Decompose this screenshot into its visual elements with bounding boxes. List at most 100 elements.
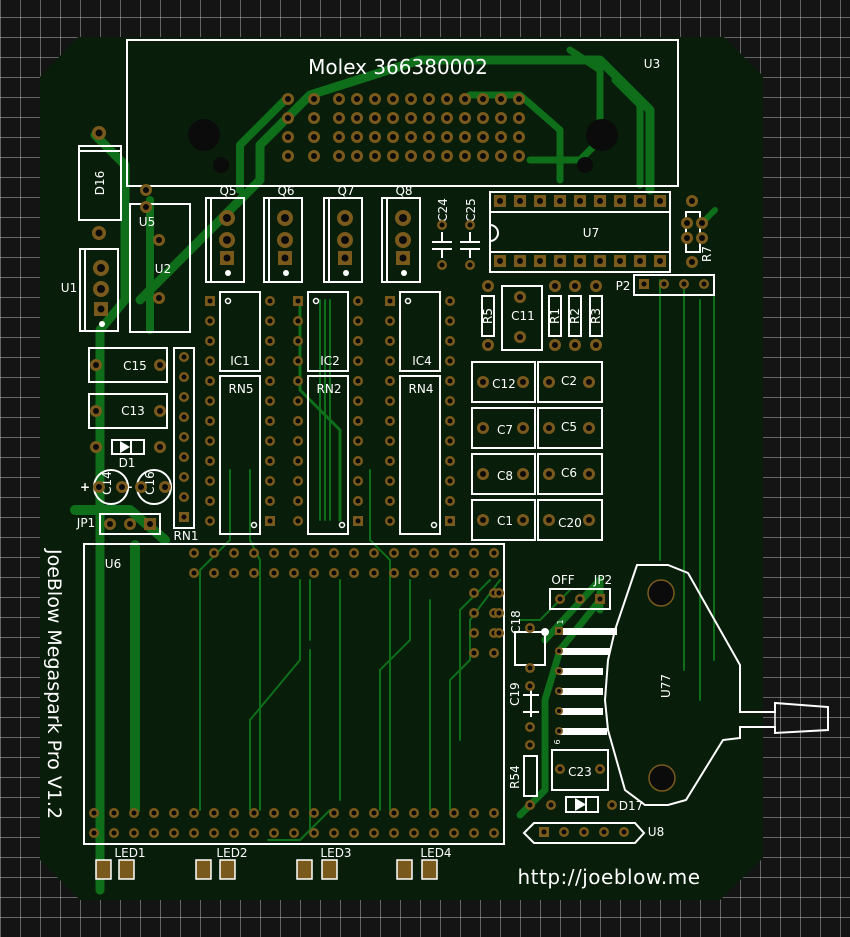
pad-hole (527, 683, 533, 689)
pad-hole (285, 115, 291, 121)
pad-hole (93, 362, 99, 368)
pad-hole (447, 358, 453, 364)
pad-hole (291, 550, 297, 556)
pad-hole (371, 570, 377, 576)
pad-hole (295, 318, 301, 324)
pad-hole (191, 550, 197, 556)
c23-label: C23 (568, 765, 592, 779)
pad-hole (557, 766, 563, 772)
pad-hole (561, 829, 567, 835)
pad-hole (516, 96, 522, 102)
pad-hole (372, 115, 378, 121)
pad-hole (127, 521, 133, 527)
pad-hole (143, 204, 149, 210)
pad-hole (439, 262, 445, 268)
resistor-r1: R1 (548, 295, 562, 337)
pad-hole (207, 298, 213, 304)
pad-hole (223, 254, 231, 262)
c6-label: C6 (561, 466, 577, 480)
jumper-jp2: OFF JP2 (549, 573, 612, 610)
pad-hole (231, 550, 237, 556)
pad-hole (354, 115, 360, 121)
pad-hole (557, 258, 563, 264)
u77-lead (558, 628, 617, 635)
pad-hole (520, 517, 526, 523)
pad-hole (517, 294, 523, 300)
c1-label: C1 (497, 514, 513, 528)
pad-hole (462, 115, 468, 121)
pad-hole (295, 378, 301, 384)
pad-hole (546, 425, 552, 431)
pad-hole (181, 394, 187, 400)
pad-hole (91, 830, 97, 836)
pad-hole (480, 96, 486, 102)
pad-hole (527, 665, 533, 671)
pad-hole (181, 494, 187, 500)
pad-hole (480, 153, 486, 159)
pad-hole (181, 514, 187, 520)
u77-lead (558, 668, 603, 675)
c24-label: C24 (436, 198, 450, 222)
pad-hole (684, 220, 690, 226)
capacitor-bank: C12 C2 C7 C5 C8 C6 C1 C20 (471, 361, 603, 541)
pad-hole (498, 134, 504, 140)
pad-hole (390, 134, 396, 140)
pad-hole (341, 236, 349, 244)
pad-hole (207, 518, 213, 524)
resistor-r7: R7 (685, 211, 714, 262)
pad-hole (391, 550, 397, 556)
pad-hole (447, 478, 453, 484)
resistor-r5: R5 (481, 295, 495, 337)
pad-hole (355, 418, 361, 424)
pad-hole (271, 830, 277, 836)
pad-hole (267, 498, 273, 504)
pad-hole (391, 830, 397, 836)
pad-hole (597, 596, 603, 602)
r7-label: R7 (700, 246, 714, 262)
capacitor-c11: C11 (501, 285, 543, 351)
pad-hole (684, 235, 690, 241)
pad-hole (577, 198, 583, 204)
pad-hole (181, 434, 187, 440)
c5-label: C5 (561, 420, 577, 434)
pad-hole (295, 478, 301, 484)
pad-hole (444, 153, 450, 159)
pad-hole (657, 198, 663, 204)
pad-hole (451, 550, 457, 556)
pad-hole (157, 408, 163, 414)
pad-hole (471, 630, 477, 636)
pad-hole (447, 298, 453, 304)
jp1-label: JP1 (76, 516, 95, 530)
q8-label: Q8 (395, 184, 412, 198)
pad-hole (331, 550, 337, 556)
transistor-q8: Q8 (381, 184, 421, 283)
pad-hole (231, 810, 237, 816)
pad-hole (439, 222, 445, 228)
u77-label: U77 (659, 674, 673, 698)
pad-hole (211, 570, 217, 576)
u77-lead (558, 688, 603, 695)
pad-hole (387, 438, 393, 444)
regulator-u5: U5 (139, 215, 155, 229)
pad-hole (390, 115, 396, 121)
ic2-label: IC2 (320, 354, 340, 368)
pad-hole (271, 810, 277, 816)
d17-label: D17 (619, 799, 644, 813)
capacitor-c19: C19 (508, 682, 539, 717)
pad-hole (267, 318, 273, 324)
pad-hole (431, 810, 437, 816)
pad-hole (480, 379, 486, 385)
rn5-label: RN5 (229, 382, 254, 396)
pad-hole (498, 96, 504, 102)
regulator-u1: U1 (61, 248, 119, 332)
jp2-label: JP2 (593, 573, 612, 587)
pad-hole (661, 281, 667, 287)
pad-hole (399, 236, 407, 244)
pad-hole (355, 518, 361, 524)
pad-hole (572, 283, 578, 289)
pad-hole (411, 570, 417, 576)
pad-hole (516, 134, 522, 140)
pad-hole (295, 518, 301, 524)
pad-hole (207, 398, 213, 404)
pad-hole (267, 418, 273, 424)
